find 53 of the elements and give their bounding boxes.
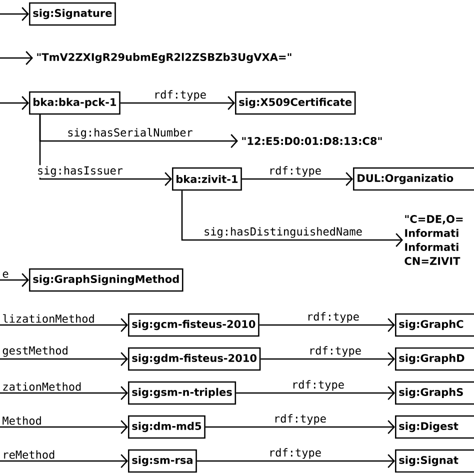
edge-label: reMethod — [1, 449, 56, 460]
edge-label: rdf:type — [268, 447, 322, 460]
resource-box: sig:Signat — [395, 449, 474, 473]
arrow — [0, 318, 128, 332]
arrow — [0, 273, 29, 287]
resource-box: sig:gsm-n-triples — [128, 381, 236, 405]
literal-text: "C=DE,O= Informati Informati CN=ZIVIT — [404, 215, 463, 265]
resource-box: sig:dm-md5 — [128, 415, 206, 439]
resource-box: sig:GraphC — [395, 313, 474, 337]
edge-label: e — [1, 270, 10, 279]
edge-label: sig:hasSerialNumber — [66, 127, 194, 140]
arrow — [0, 51, 33, 65]
edge-label: rdf:type — [152, 89, 208, 102]
resource-box: sig:GraphSigningMethod — [29, 268, 184, 292]
resource-box: bka:bka-pck-1 — [29, 91, 120, 115]
resource-box: sig:GraphS — [395, 381, 474, 405]
arrow — [39, 114, 172, 186]
arrow — [259, 318, 395, 332]
arrow — [242, 172, 353, 186]
arrow — [0, 352, 128, 366]
arrow — [0, 7, 29, 21]
arrow — [0, 386, 128, 400]
arrow — [181, 190, 403, 247]
arrow — [205, 420, 395, 434]
edge-label: zationMethod — [1, 381, 83, 392]
resource-box: sig:Digest — [395, 415, 474, 439]
edge-label: rdf:type — [290, 379, 346, 392]
resource-box: sig:gdm-fisteus-2010 — [128, 347, 261, 371]
resource-box: sig:GraphD — [395, 347, 474, 371]
edge-label: sig:hasDistinguishedName — [202, 226, 364, 239]
resource-box: sig:sm-rsa — [128, 449, 197, 473]
edge-label: rdf:type — [268, 165, 322, 178]
resource-box: DUL:Organizatio — [353, 167, 474, 191]
edge-label: sig:hasIssuer — [36, 165, 124, 178]
edge-label: lizationMethod — [1, 313, 96, 324]
edge-label: rdf:type — [306, 311, 360, 324]
resource-box: sig:gcm-fisteus-2010 — [128, 313, 260, 337]
arrow — [236, 386, 395, 400]
arrow — [120, 96, 235, 110]
edge-label: rdf:type — [308, 345, 362, 358]
edge-label: Method — [1, 415, 43, 426]
edge-label: gestMethod — [1, 345, 70, 358]
resource-box: bka:zivit-1 — [172, 167, 242, 191]
edge-label: rdf:type — [272, 413, 328, 426]
arrow — [260, 352, 395, 366]
literal-text: "TmV2ZXIgR29ubmEgR2l2ZSBZb3UgVXA=" — [37, 52, 292, 64]
resource-box: sig:X509Certificate — [235, 91, 356, 115]
resource-box: sig:Signature — [29, 2, 116, 26]
arrow — [196, 454, 395, 468]
arrow — [0, 420, 128, 434]
literal-text: "12:E5:D0:01:D8:13:C8" — [242, 137, 382, 145]
arrow — [0, 454, 128, 468]
arrow — [0, 96, 29, 110]
